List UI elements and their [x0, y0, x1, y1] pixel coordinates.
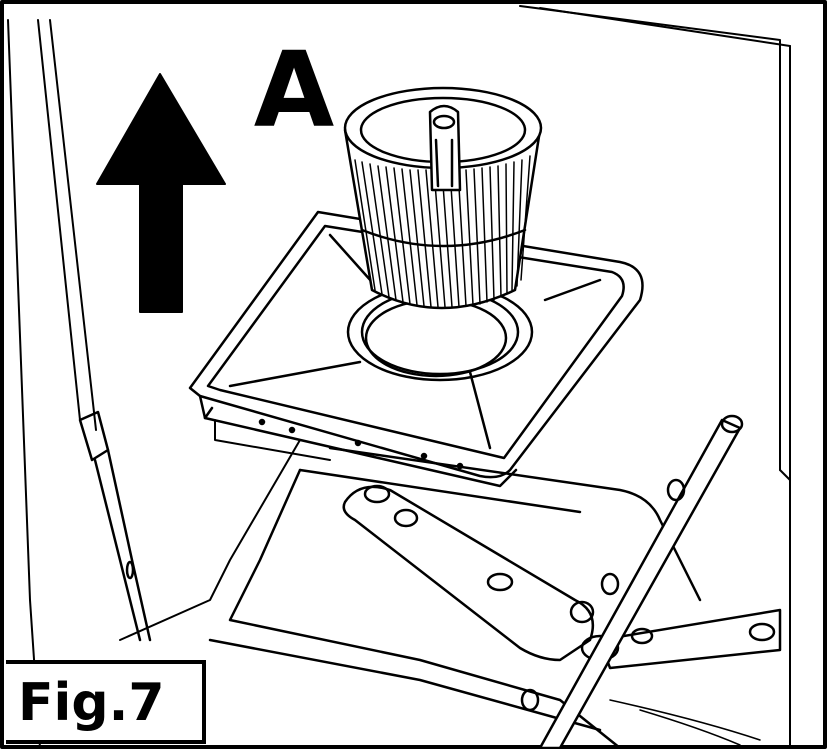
spray-arm — [342, 484, 782, 670]
callout-label-a: A — [253, 29, 335, 151]
figure-caption-box — [6, 660, 206, 744]
cylindrical-filter-basket — [343, 86, 543, 310]
lower-spray-detail — [609, 699, 761, 746]
up-arrow-icon — [96, 73, 226, 313]
figure-caption: Fig.7 — [18, 673, 165, 733]
filter-tray — [188, 210, 644, 488]
side-rail — [78, 410, 152, 642]
upper-wash-arm-pipe — [520, 414, 744, 749]
